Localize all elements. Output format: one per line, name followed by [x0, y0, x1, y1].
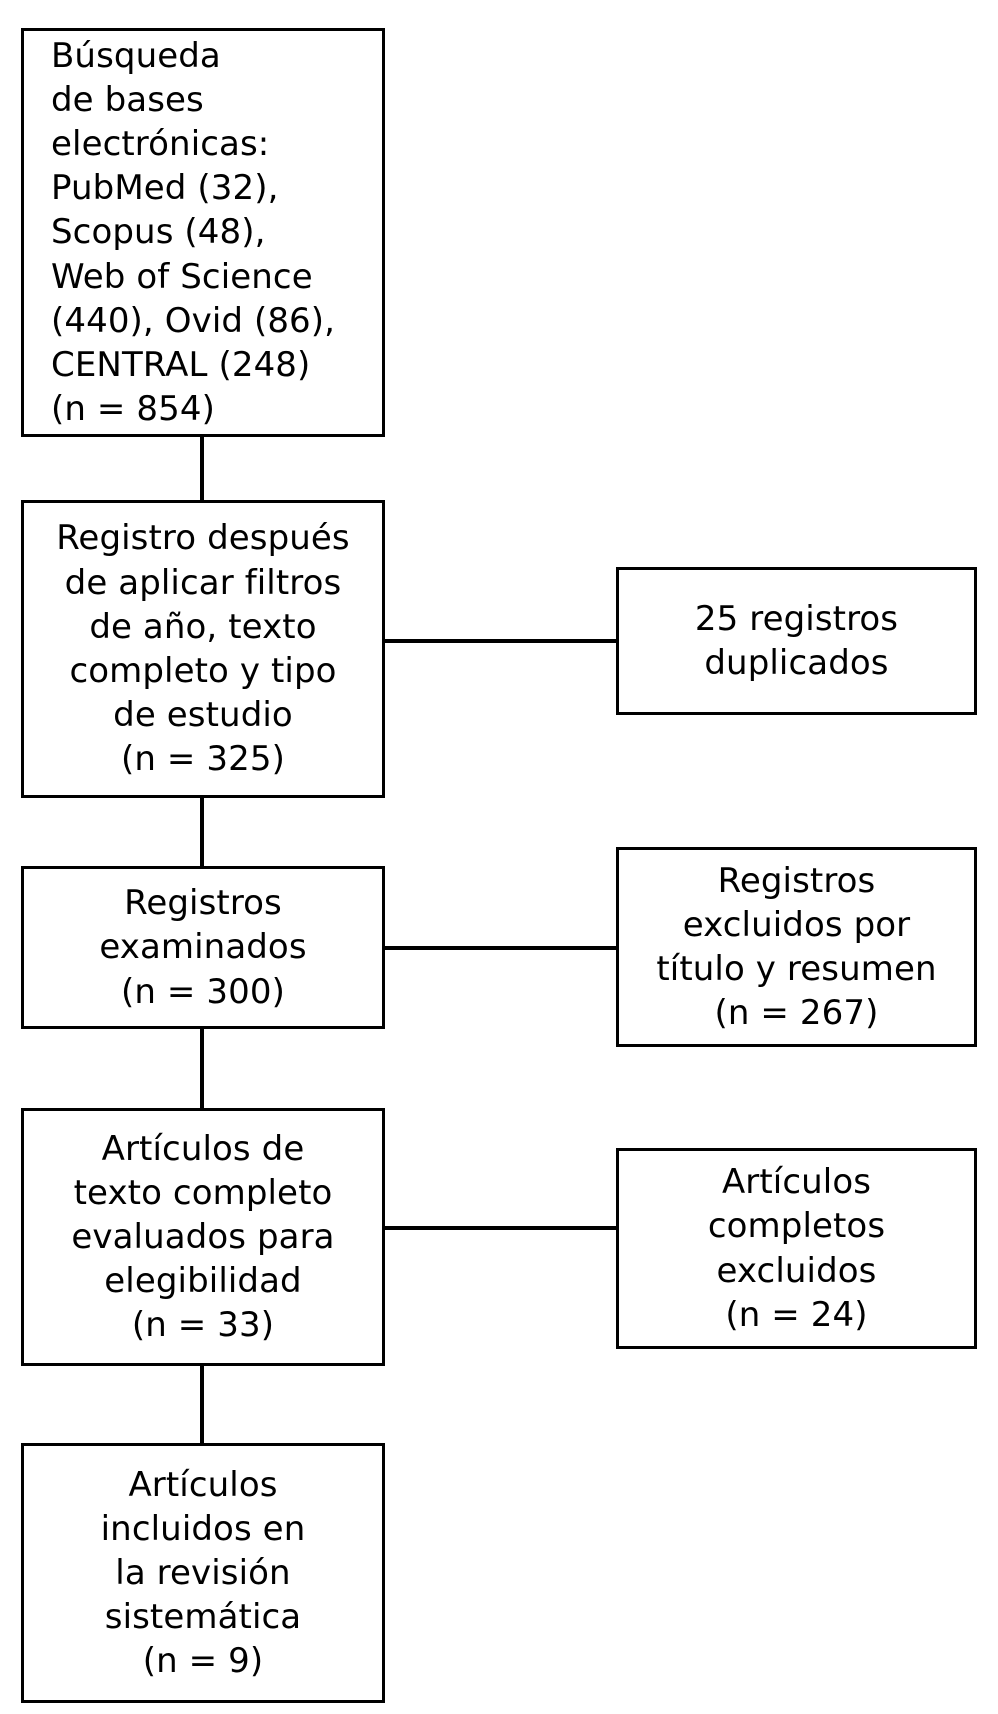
node-included-line-3: la revisión: [115, 1552, 291, 1593]
node-identification-line-7: (440), Ovid (86),: [51, 300, 336, 341]
node-after-filters-count: (n = 325): [121, 739, 285, 780]
connector-eligibility-to-excluded-fulltext: [382, 1226, 618, 1230]
node-excluded-fulltext-count: (n = 24): [725, 1294, 868, 1335]
node-after-filters-line-3: de año, texto: [89, 606, 317, 647]
node-excluded-fulltext: Artículos completos excluidos (n = 24): [616, 1148, 977, 1349]
node-identification-line-1: Búsqueda: [51, 35, 221, 76]
node-duplicates-line-1: 25 registros: [694, 598, 899, 639]
node-excluded-title-abstract: Registros excluidos por título y resumen…: [616, 847, 977, 1047]
node-eligibility: Artículos de texto completo evaluados pa…: [21, 1108, 385, 1366]
connector-screened-to-eligibility: [200, 1026, 204, 1111]
node-eligibility-line-1: Artículos de: [101, 1128, 305, 1169]
node-identification-count: (n = 854): [51, 389, 215, 430]
node-excluded-title-abstract-line-3: título y resumen: [656, 949, 937, 989]
node-excluded-title-abstract-line-1: Registros: [717, 860, 876, 901]
node-screened-line-1: Registros: [124, 883, 282, 924]
node-after-filters-line-4: completo y tipo: [69, 651, 337, 691]
node-after-filters: Registro después de aplicar filtros de a…: [21, 500, 385, 798]
node-included-line-4: sistemática: [104, 1597, 302, 1638]
node-identification-line-6: Web of Science: [51, 256, 313, 297]
node-identification-line-4: PubMed (32),: [51, 168, 279, 209]
node-eligibility-line-3: evaluados para: [71, 1216, 335, 1257]
node-duplicates: 25 registros duplicados: [616, 567, 977, 715]
node-eligibility-line-2: texto completo: [73, 1172, 333, 1213]
node-identification-line-2: de bases: [51, 79, 204, 120]
node-included-line-2: incluidos en: [100, 1508, 306, 1549]
node-eligibility-line-4: elegibilidad: [104, 1261, 302, 1302]
node-excluded-fulltext-line-3: excluidos: [716, 1250, 877, 1291]
node-identification-line-5: Scopus (48),: [51, 212, 266, 253]
node-duplicates-line-2: duplicados: [704, 643, 889, 683]
connector-after-filters-to-screened: [200, 795, 204, 869]
node-identification-line-8: CENTRAL (248): [51, 344, 311, 385]
node-included-line-1: Artículos: [128, 1464, 278, 1505]
node-identification-line-3: electrónicas:: [51, 124, 270, 165]
node-excluded-title-abstract-line-2: excluidos por: [682, 904, 911, 945]
node-included: Artículos incluidos en la revisión siste…: [21, 1443, 385, 1703]
node-identification: Búsqueda de bases electrónicas: PubMed (…: [21, 28, 385, 437]
connector-screened-to-excluded-title-abstract: [382, 946, 618, 950]
node-after-filters-line-2: de aplicar filtros: [64, 562, 342, 603]
node-eligibility-count: (n = 33): [131, 1305, 275, 1346]
node-screened-line-2: examinados: [99, 927, 307, 968]
node-after-filters-line-5: de estudio: [113, 695, 293, 736]
connector-after-filters-to-duplicates: [382, 639, 618, 643]
node-excluded-fulltext-line-1: Artículos: [721, 1162, 872, 1203]
connector-eligibility-to-included: [200, 1363, 204, 1446]
node-screened-count: (n = 300): [121, 971, 285, 1012]
node-after-filters-line-1: Registro después: [56, 518, 350, 559]
node-included-count: (n = 9): [142, 1641, 264, 1682]
node-excluded-title-abstract-count: (n = 267): [714, 993, 879, 1034]
node-screened: Registros examinados (n = 300): [21, 866, 385, 1029]
connector-identification-to-after-filters: [200, 434, 204, 504]
node-excluded-fulltext-line-2: completos: [707, 1206, 886, 1247]
